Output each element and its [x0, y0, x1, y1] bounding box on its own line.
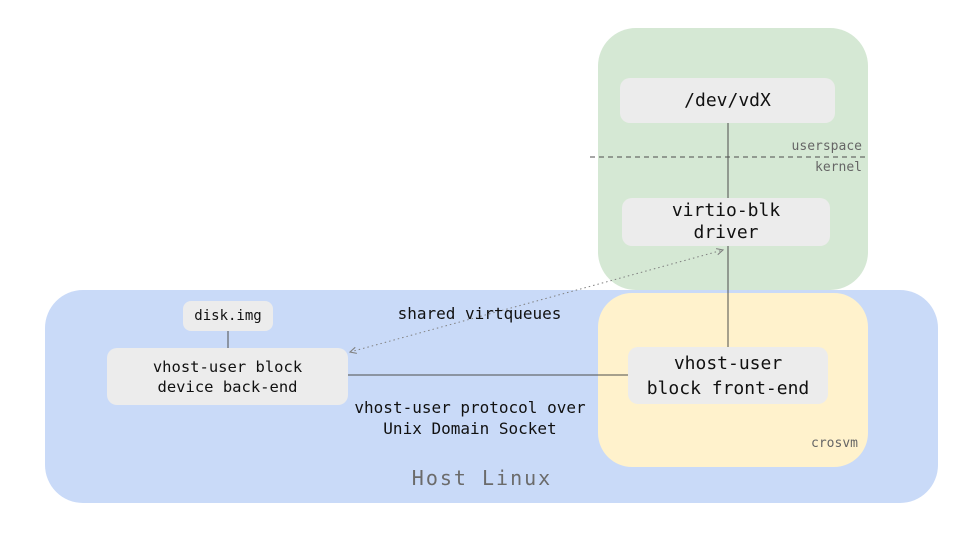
virtio-blk-driver-label-line1: virtio-blk — [671, 200, 781, 221]
vhost-user-back-end-node: vhost-user block device back-end — [107, 348, 348, 405]
vhost-user-protocol-label-line1: vhost-user protocol over — [354, 398, 586, 417]
userspace-label: userspace — [791, 139, 862, 154]
vhost-user-protocol-label: vhost-user protocol over Unix Domain Soc… — [340, 397, 600, 439]
vhost-user-front-end-label-line1: vhost-user — [673, 352, 783, 374]
vhost-user-back-end-label-line1: vhost-user block — [152, 357, 303, 376]
virtio-blk-driver-label-line2: driver — [693, 222, 759, 243]
vhost-user-front-end-label-line2: block front-end — [646, 377, 810, 399]
guest-kernel-group — [598, 28, 868, 290]
disk-img-label: disk.img — [194, 308, 262, 324]
crosvm-group-label: crosvm — [811, 436, 858, 451]
shared-virtqueues-label: shared virtqueues — [397, 304, 562, 323]
host-linux-label: Host Linux — [411, 466, 553, 490]
dev-vdx-label: /dev/vdX — [684, 90, 771, 111]
dev-vdx-node: /dev/vdX — [620, 78, 835, 123]
kernel-label: kernel — [815, 160, 862, 175]
vhost-user-protocol-label-line2: Unix Domain Socket — [383, 419, 557, 438]
virtio-blk-driver-node: virtio-blk driver — [622, 198, 830, 246]
edge-shared-virtqueues — [348, 248, 725, 354]
disk-img-node: disk.img — [183, 301, 273, 331]
vhost-user-front-end-node: vhost-user block front-end — [628, 347, 828, 404]
vhost-user-back-end-label-line2: device back-end — [157, 377, 298, 396]
